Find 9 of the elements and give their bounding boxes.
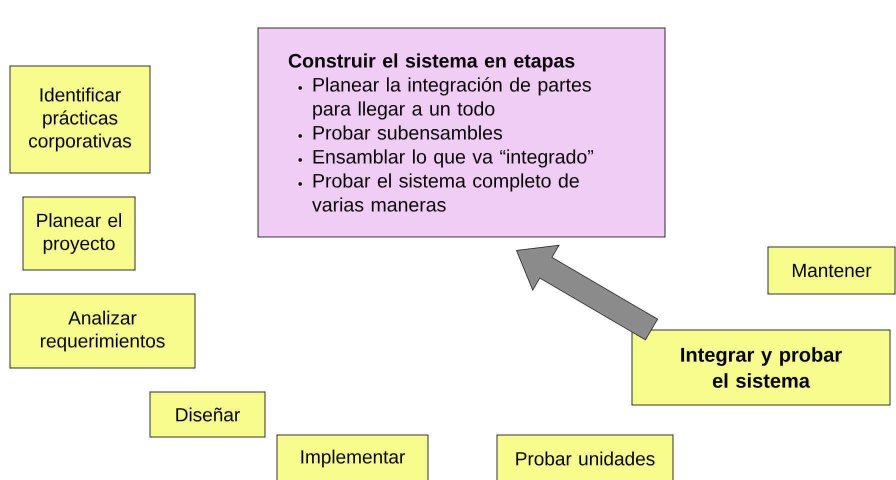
process-box: Integrar y probar el sistema [632, 330, 890, 406]
process-box: Identificar prácticas corporativas [10, 66, 150, 174]
process-box: Diseñar [150, 392, 266, 438]
note-box: Construir el sistema en etapas Planear la integración de partes para llegar a un todo Probar subensambles Ensamblar lo que va “integrado” Probar el sistema completo de varias maneras [258, 28, 666, 238]
process-box: Mantener [768, 246, 896, 294]
process-box: Analizar requerimientos [10, 294, 196, 368]
process-box: Probar unidades [496, 434, 674, 480]
process-box: Planear el proyecto [22, 196, 136, 270]
process-box: Implementar [276, 434, 428, 480]
